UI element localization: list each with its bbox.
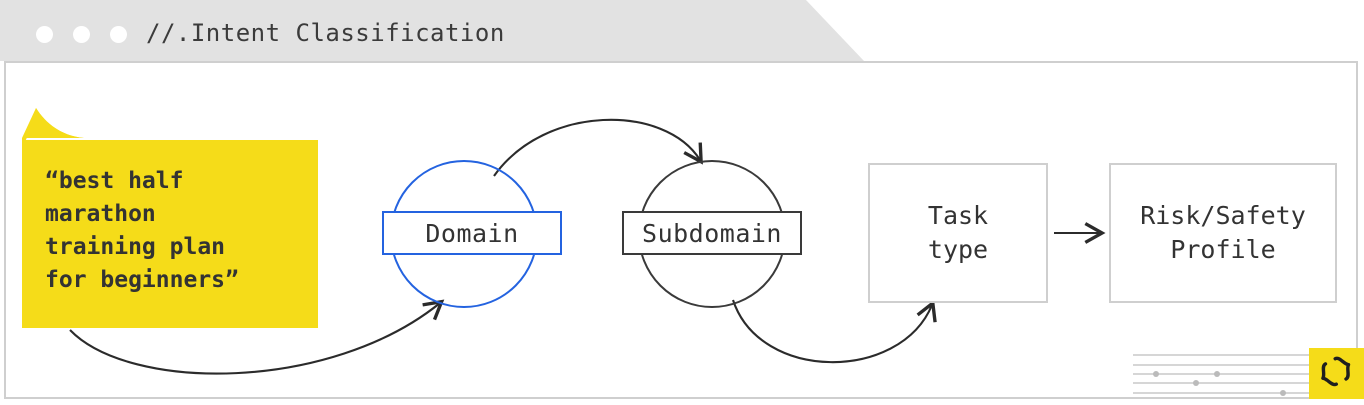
- window-minimize-dot[interactable]: [73, 26, 90, 43]
- window-controls[interactable]: [36, 26, 127, 43]
- task-type-node[interactable]: Task type: [868, 163, 1048, 303]
- titlebar-background: [0, 0, 864, 61]
- callout-tail-icon: [22, 108, 112, 148]
- user-query-text: “best half marathon training plan for be…: [45, 168, 239, 293]
- domain-node-label[interactable]: Domain: [382, 211, 562, 255]
- curly-braces-icon: [1321, 356, 1351, 387]
- risk-safety-profile-node[interactable]: Risk/Safety Profile: [1109, 163, 1337, 303]
- curly-braces-badge[interactable]: [1309, 348, 1364, 399]
- subdomain-node-label[interactable]: Subdomain: [622, 211, 802, 255]
- window-titlebar: //.Intent Classification: [0, 0, 1364, 61]
- window-title-text: //.Intent Classification: [146, 19, 505, 47]
- user-query-callout-box: [22, 140, 318, 328]
- window-close-dot[interactable]: [36, 26, 53, 43]
- window-maximize-dot[interactable]: [110, 26, 127, 43]
- staff-lines-decoration: [1133, 354, 1309, 396]
